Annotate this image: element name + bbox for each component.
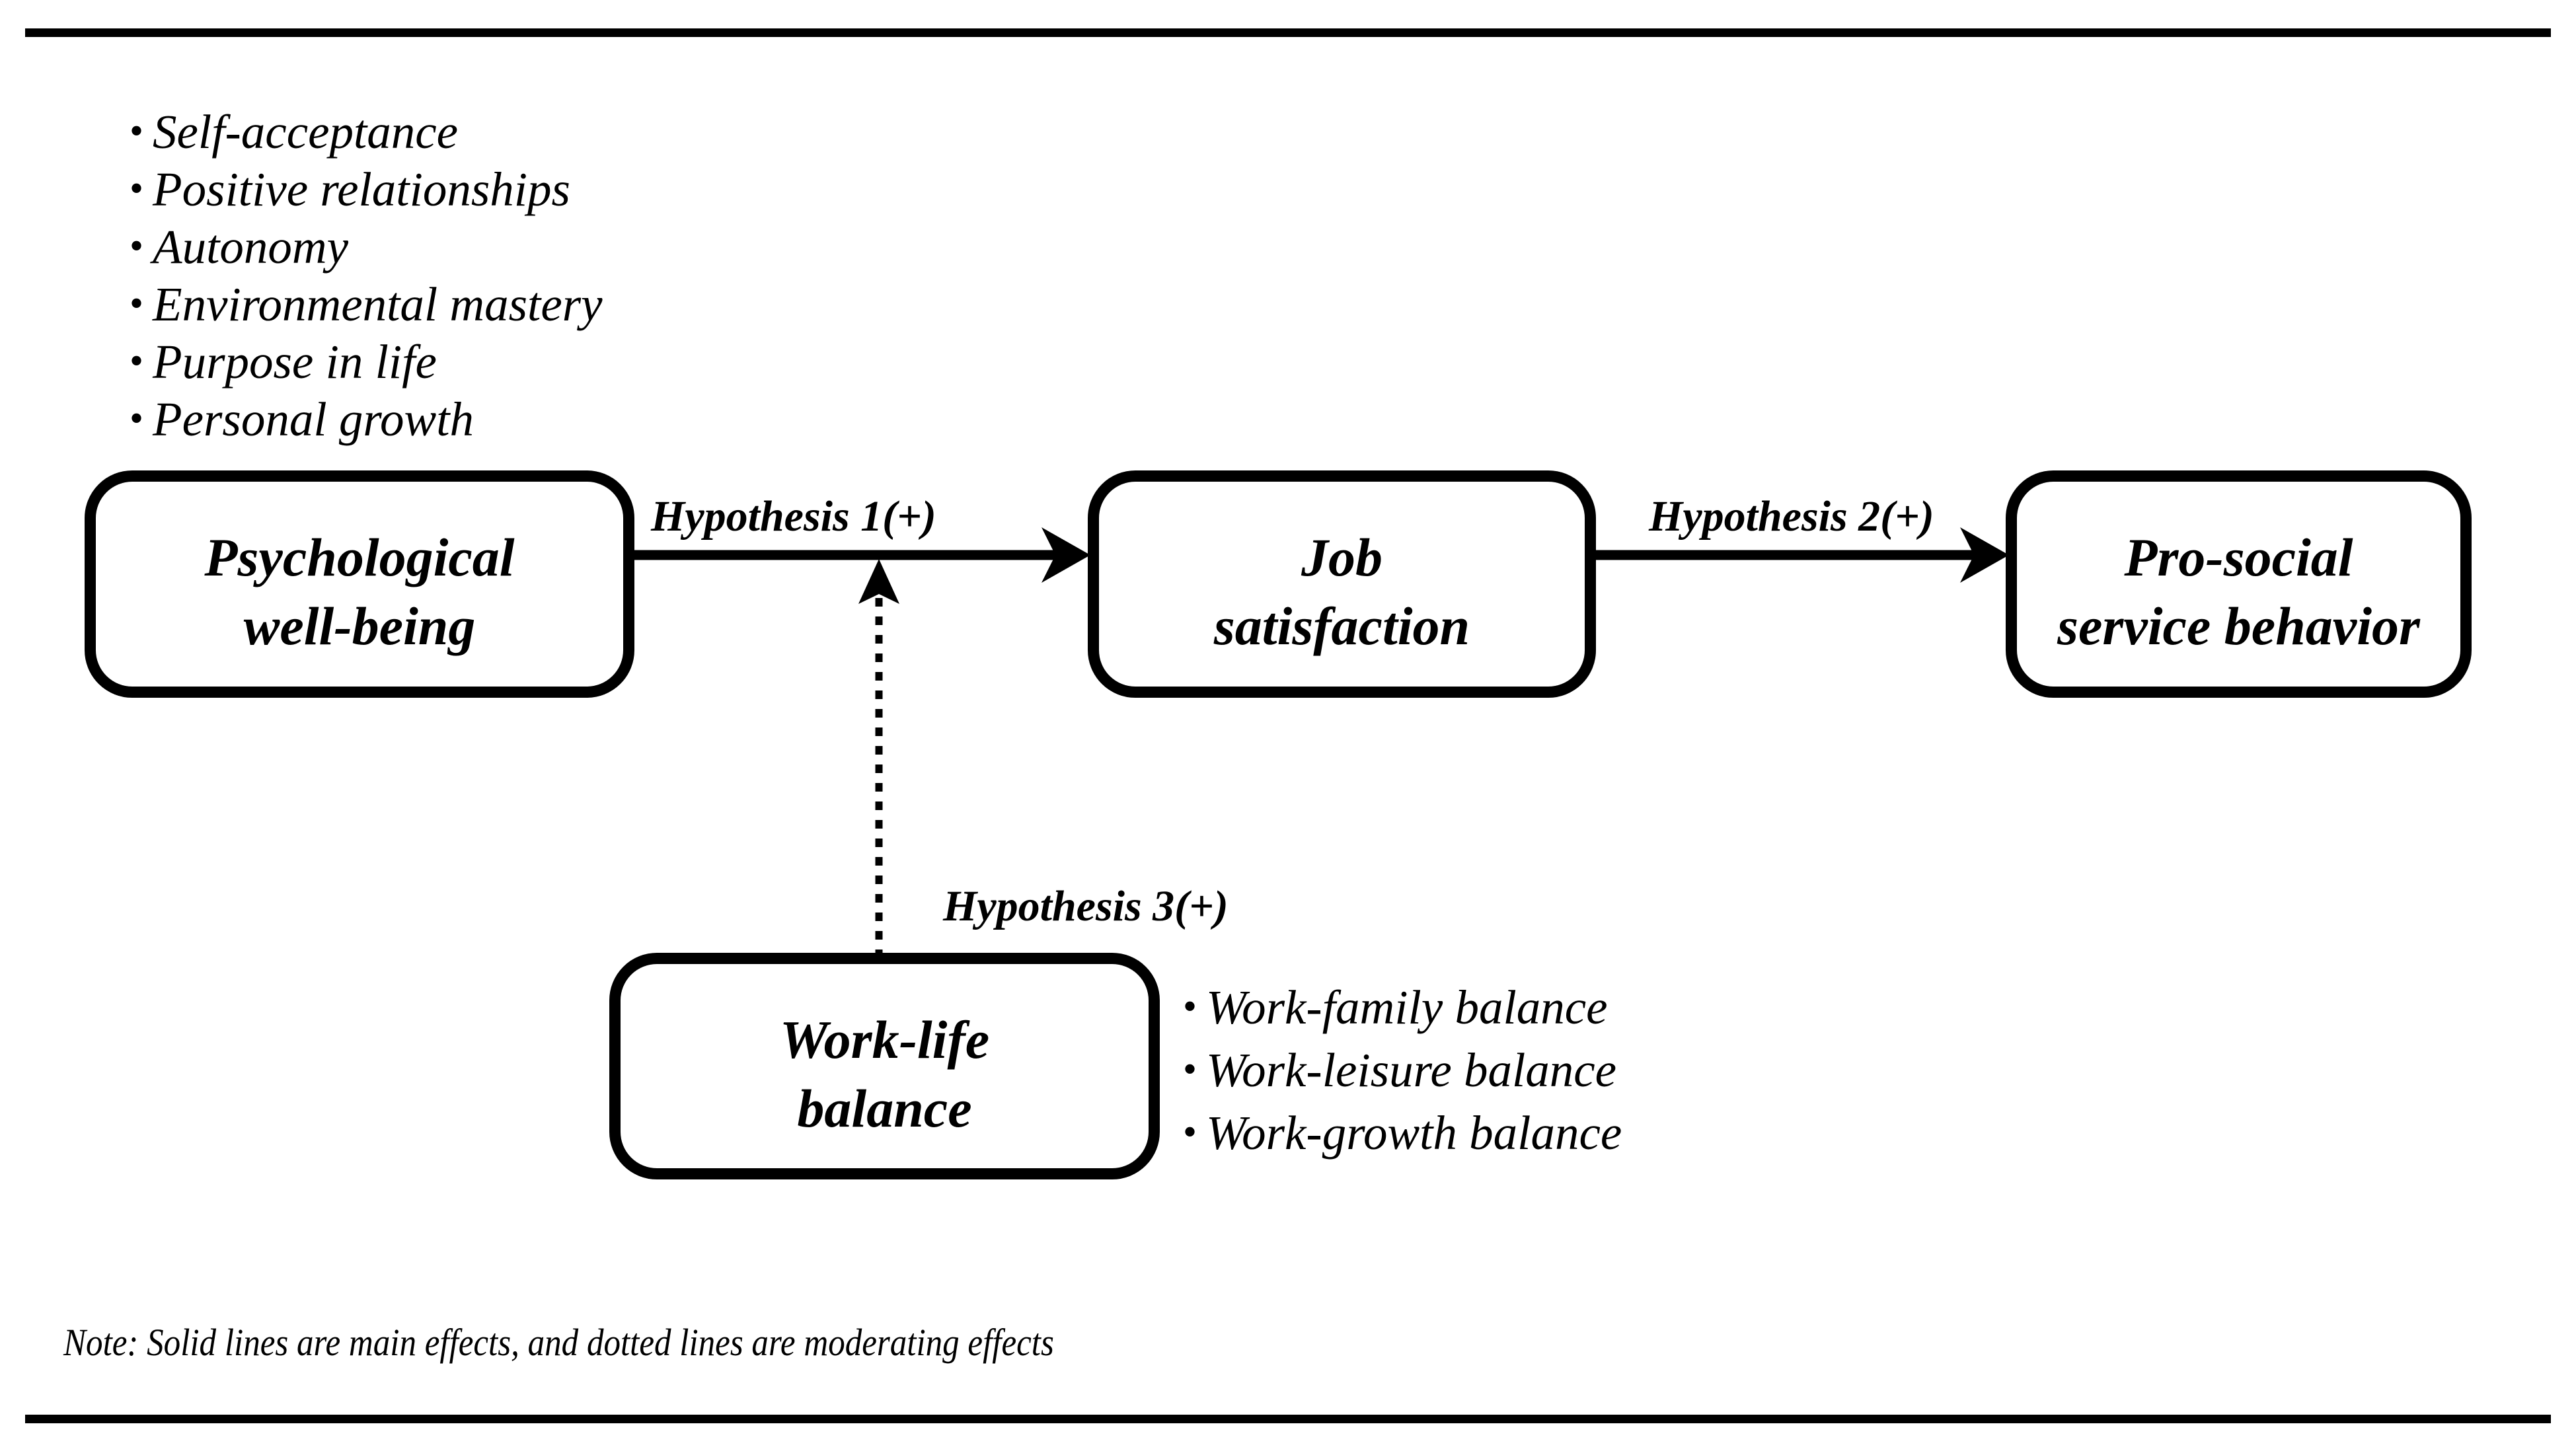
figure-note: Note: Solid lines are main effects, and … (63, 1321, 1054, 1364)
bullet-icon: • (1183, 1110, 1197, 1154)
hypothesis-2-label: Hypothesis 2(+) (1649, 492, 1934, 540)
arrowhead-right-icon (1042, 527, 1090, 583)
list-item: •Positive relationships (130, 160, 603, 217)
list-item: •Purpose in life (130, 332, 603, 390)
list-item: •Autonomy (130, 217, 603, 275)
psychological-wellbeing-box: Psychological well-being (85, 470, 634, 698)
bottom-rule (25, 1415, 2551, 1423)
bullet-icon: • (130, 224, 144, 268)
list-item: •Self-acceptance (130, 102, 603, 160)
bullet-icon: • (1183, 1047, 1197, 1091)
bullet-icon: • (130, 109, 144, 153)
prosocial-service-behavior-box: Pro-social service behavior (2006, 470, 2472, 698)
list-item: •Work-growth balance (1183, 1101, 1622, 1164)
box-label-line: Pro-social (2124, 527, 2353, 587)
box-label-line: satisfaction (1213, 596, 1470, 656)
list-item: •Work-family balance (1183, 975, 1622, 1038)
bullet-icon: • (1183, 985, 1197, 1028)
wellbeing-dimensions-list: •Self-acceptance •Positive relationships… (130, 102, 603, 447)
arrowhead-right-icon (1960, 527, 2009, 583)
list-item-label: Positive relationships (153, 163, 570, 216)
list-item: •Environmental mastery (130, 275, 603, 332)
box-label-line: Work-life (779, 1009, 990, 1070)
arrowhead-up-icon (858, 559, 899, 604)
list-item: •Personal growth (130, 390, 603, 447)
list-item-label: Environmental mastery (153, 278, 603, 331)
list-item: •Work-leisure balance (1183, 1038, 1622, 1101)
bullet-icon: • (130, 167, 144, 210)
hypothesis-1-label: Hypothesis 1(+) (651, 492, 936, 540)
box-label-line: balance (797, 1078, 972, 1138)
bullet-icon: • (130, 339, 144, 383)
list-item-label: Self-acceptance (153, 105, 459, 159)
list-item-label: Purpose in life (153, 335, 437, 389)
hypothesis-3-label: Hypothesis 3(+) (943, 882, 1229, 930)
top-rule (25, 28, 2551, 37)
list-item-label: Work-leisure balance (1206, 1043, 1617, 1097)
box-label-line: Job (1301, 527, 1383, 587)
list-item-label: Work-family balance (1206, 981, 1608, 1034)
list-item-label: Autonomy (153, 220, 349, 274)
bullet-icon: • (130, 396, 144, 440)
list-item-label: Work-growth balance (1206, 1106, 1622, 1160)
bullet-icon: • (130, 281, 144, 325)
box-label-line: well-being (243, 596, 476, 656)
job-satisfaction-box: Job satisfaction (1088, 470, 1596, 698)
box-label-line: service behavior (2057, 596, 2420, 656)
box-label-line: Psychological (204, 527, 515, 587)
balance-dimensions-list: •Work-family balance •Work-leisure balan… (1183, 975, 1622, 1164)
list-item-label: Personal growth (153, 392, 474, 446)
work-life-balance-box: Work-life balance (609, 953, 1160, 1179)
